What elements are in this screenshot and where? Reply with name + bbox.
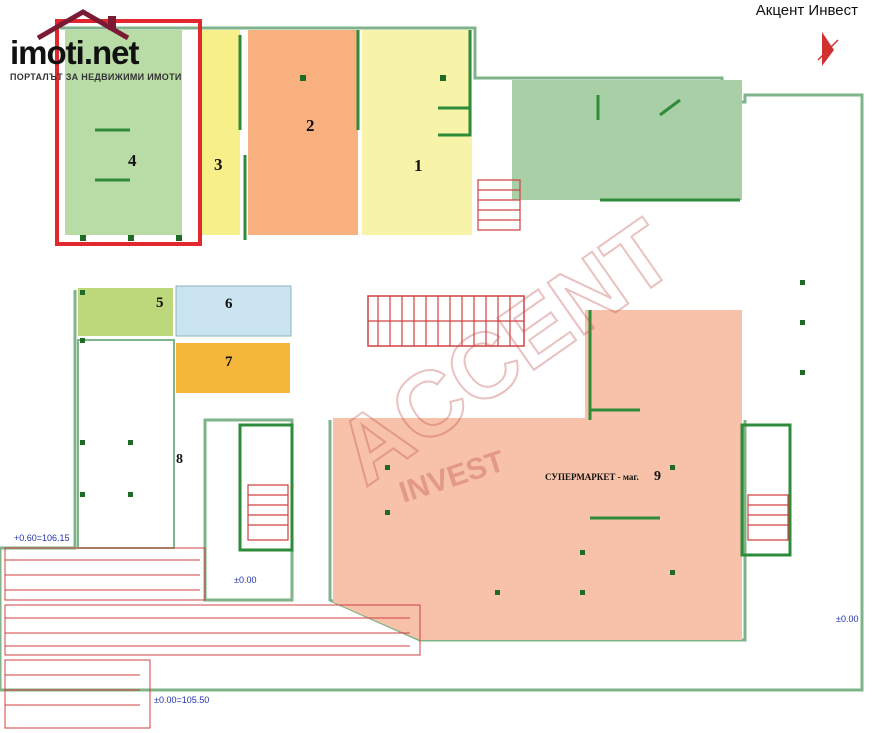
unit-7-area[interactable] [176,343,290,393]
stairs [247,179,789,541]
logo-brand: imoti.net [10,34,139,71]
logo-tagline: ПОРТАЛЪТ ЗА НЕДВИЖИМИ ИМОТИ [10,72,182,82]
unit-9-area[interactable] [333,310,742,640]
north-arrow-icon [817,32,839,66]
level-ramp-bottom: ±0.00=105.50 [154,695,209,705]
unit-8-number: 8 [176,452,183,467]
columns [80,75,805,595]
unit-2-number: 2 [306,116,315,135]
unit-1-number: 1 [414,156,423,175]
company-name: Акцент Инвест [755,2,858,19]
highlight-frame [55,19,202,246]
unit-9-number: 9 [654,469,661,484]
level-right: ±0.00 [836,614,858,624]
unit-4-number: 4 [128,151,137,170]
unit-6-area[interactable] [175,285,292,337]
ramps [4,547,421,729]
unit-5-area[interactable] [78,288,173,336]
service-area [512,80,742,200]
imoti-logo: imoti.net ПОРТАЛЪТ ЗА НЕДВИЖИМИ ИМОТИ [8,8,181,88]
unit-7-number: 7 [225,354,233,370]
unit-3-number: 3 [214,155,223,174]
unit-1-area[interactable] [362,30,472,235]
house-roof-icon [36,9,130,41]
unit-8-area[interactable] [77,339,175,549]
level-ramp-top: +0.60=106.15 [14,533,70,543]
unit-9-label: СУПЕРМАРКЕТ - маг. [545,472,639,482]
unit-3-area[interactable] [198,30,240,235]
unit-6-number: 6 [225,296,233,312]
level-zero-left: ±0.00 [234,575,256,585]
unit-4-area[interactable] [65,30,182,235]
unit-5-number: 5 [156,295,164,311]
unit-2-area[interactable] [248,30,358,235]
interior-walls [95,30,792,557]
